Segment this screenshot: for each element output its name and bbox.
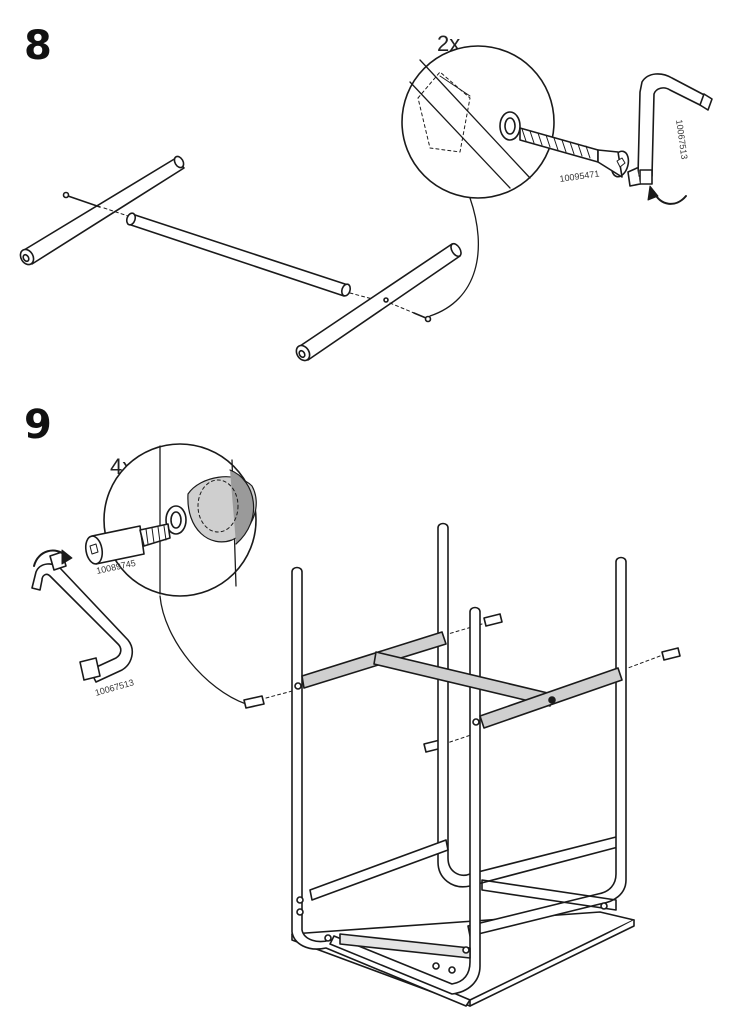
step-9-number: 9 [24, 402, 52, 448]
step-8-key-code: 10067513 [674, 119, 689, 160]
rotate-arrow-icon [653, 191, 687, 205]
step-8-bolt-code: 10095471 [559, 169, 600, 184]
step-9-detail-callout [84, 443, 257, 597]
table-frame [291, 522, 635, 1007]
screw-right [413, 312, 432, 323]
bolt-icon [519, 127, 630, 178]
dowel-icon [84, 523, 171, 565]
middle-connecting-tube [125, 212, 352, 297]
step-8-number: 8 [24, 23, 52, 69]
right-crossbar-tube [295, 242, 462, 362]
step-8-detail-callout [401, 45, 630, 199]
left-crossbar-tube [19, 155, 185, 266]
allen-key-icon [31, 551, 134, 683]
allen-key-icon [627, 73, 713, 187]
screw-left [62, 191, 101, 208]
step-9-illustration [31, 443, 681, 1007]
step-8-illustration [19, 45, 713, 362]
